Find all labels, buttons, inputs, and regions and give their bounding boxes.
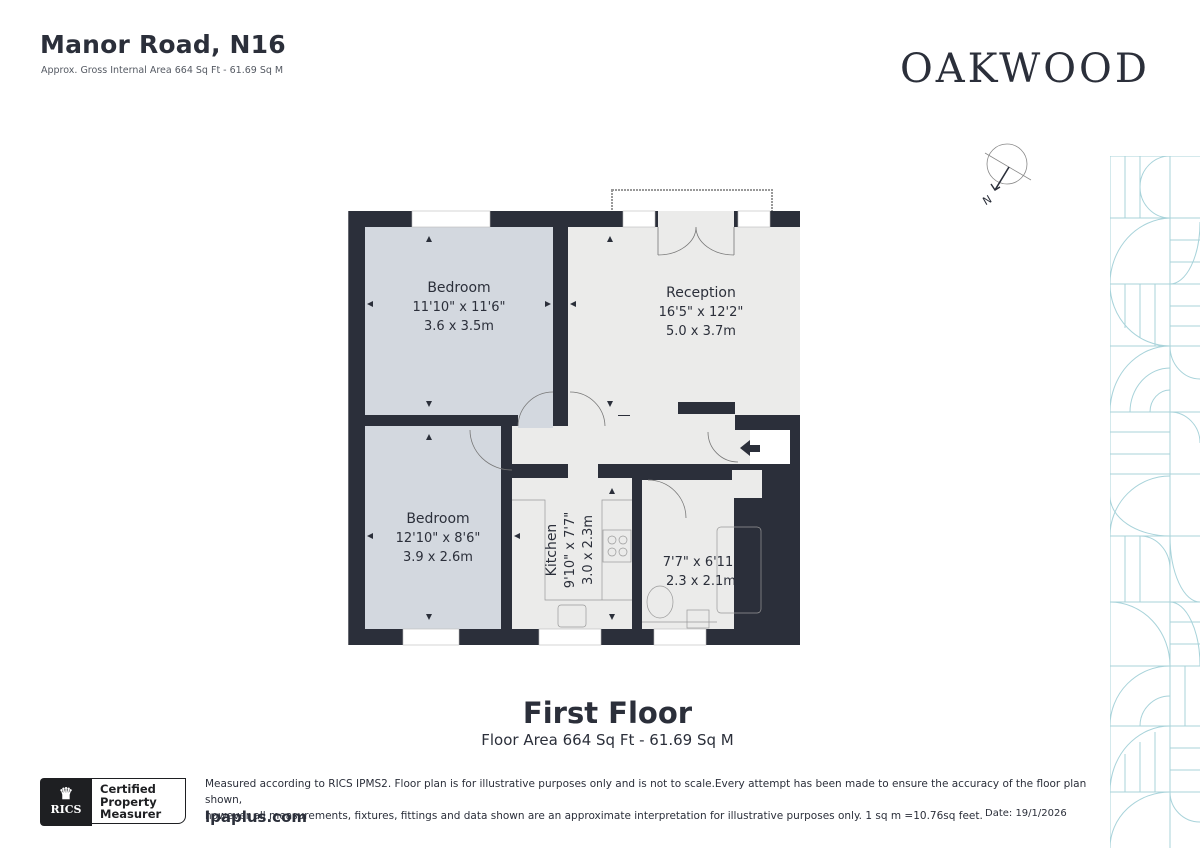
decorative-pattern [1110, 156, 1200, 848]
rics-line-3: Measurer [100, 807, 162, 821]
disclaimer: Measured according to RICS IPMS2. Floor … [205, 776, 1105, 824]
bedroom-1-area [365, 227, 553, 415]
room-size-imperial-bedroom-1: 11'10" x 11'6" [413, 300, 506, 315]
room-name-reception: Reception [666, 285, 736, 301]
room-size-imperial-bedroom-2: 12'10" x 8'6" [396, 531, 481, 546]
room-size-metric-bedroom-1: 3.6 x 3.5m [424, 319, 494, 334]
rics-badge: ♛ RICS Certified Property Measurer [40, 778, 188, 826]
room-size-metric-bedroom-2: 3.9 x 2.6m [403, 550, 473, 565]
room-size-imperial-kitchen: 9'10" x 7'7" [563, 512, 578, 588]
room-name-kitchen: Kitchen [544, 524, 560, 577]
disclaimer-line-1: Measured according to RICS IPMS2. Floor … [205, 778, 1087, 806]
rics-line-1: Certified [100, 782, 156, 796]
floor-area: Floor Area 664 Sq Ft - 61.69 Sq M [481, 731, 734, 749]
rics-line-2: Property [100, 794, 157, 809]
room-name-bedroom-1: Bedroom [427, 280, 490, 296]
north-label: N [981, 193, 995, 208]
bedroom-2-area [365, 426, 501, 629]
disclaimer-line-2: however all measurements, fixtures, fitt… [205, 810, 983, 822]
website-link[interactable]: lpaplus.com [205, 808, 308, 826]
plan-date: Date: 19/1/2026 [985, 808, 1067, 819]
room-size-metric-bathroom: 2.3 x 2.1m [666, 574, 736, 589]
room-name-bedroom-2: Bedroom [406, 511, 469, 527]
rics-certification: Certified Property Measurer [92, 778, 186, 824]
room-size-imperial-bathroom: 7'7" x 6'11" [663, 555, 739, 570]
lion-icon: ♛ [58, 784, 74, 803]
kitchen-area [512, 478, 632, 629]
room-size-metric-reception: 5.0 x 3.7m [666, 324, 736, 339]
entrance-arrow-icon [740, 440, 760, 456]
room-size-imperial-reception: 16'5" x 12'2" [659, 305, 744, 320]
rics-logo-text: RICS [50, 803, 82, 816]
bathroom-area [642, 480, 734, 629]
floor-plan: Bedroom 11'10" x 11'6" 3.6 x 3.5m Recept… [348, 189, 800, 646]
reception-area [568, 227, 800, 415]
rics-logo: ♛ RICS [40, 778, 92, 826]
brand-logo: OAKWOOD [900, 46, 1150, 92]
property-title: Manor Road, N16 [40, 30, 286, 59]
gross-area-subtitle: Approx. Gross Internal Area 664 Sq Ft - … [41, 65, 284, 76]
room-size-metric-kitchen: 3.0 x 2.3m [581, 515, 596, 585]
compass-icon: N [981, 143, 1032, 208]
floor-title: First Floor [522, 696, 693, 730]
